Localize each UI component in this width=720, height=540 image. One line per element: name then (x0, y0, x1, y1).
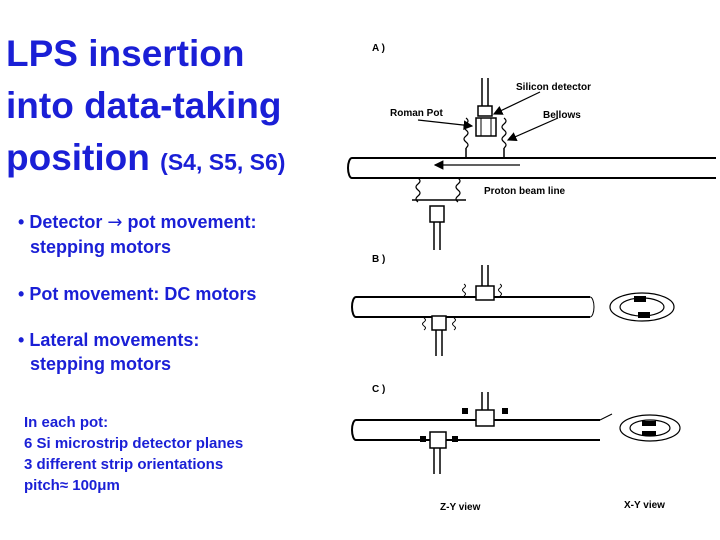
label-zy-view: Z-Y view (440, 502, 481, 513)
label-bellows: Bellows (543, 110, 581, 121)
bullet-marker: • (18, 284, 25, 304)
approx-symbol: ≈ (59, 477, 69, 494)
bullet-detector-movement: • Detector → pot movement: stepping moto… (18, 210, 257, 259)
beam-pipe-end (347, 157, 353, 179)
label-proton-beam-line: Proton beam line (484, 186, 566, 197)
bullet-marker: • (18, 212, 25, 232)
note-pitch-unit: m (106, 477, 120, 494)
note-line-2: 6 Si microstrip detector planes (24, 435, 244, 452)
panel-a-label: A ) (372, 43, 385, 54)
bellows-right (501, 117, 507, 149)
panel-c-drawing (351, 392, 681, 474)
micro-symbol: μ (97, 477, 107, 494)
page-title: LPS insertion into data-taking position … (6, 28, 285, 188)
bullet-text-detector: Detector (29, 212, 103, 232)
bullet-lateral-movements: • Lateral movements: stepping motors (18, 328, 199, 376)
panel-b-drawing (351, 265, 675, 356)
xy-view-c (619, 414, 681, 442)
panel-c-label: C ) (372, 384, 385, 395)
right-arrow-icon: → (107, 212, 123, 233)
bullet-text-dc-motors: Pot movement: DC motors (29, 284, 257, 304)
title-line-3: position (S4, S5, S6) (6, 132, 285, 188)
note-line-1: In each pot: (24, 414, 109, 431)
label-xy-view: X-Y view (624, 500, 665, 511)
pot-details-note: In each pot: 6 Si microstrip detector pl… (24, 412, 243, 496)
title-stations: (S4, S5, S6) (160, 149, 286, 175)
panel-b-label: B ) (372, 254, 385, 265)
bottom-roman-pot (412, 177, 466, 250)
note-line-4: pitch≈ 100μm (24, 475, 243, 496)
panel-a-drawing (347, 78, 716, 250)
note-line-3: 3 different strip orientations (24, 456, 224, 473)
bullet-text-pot-movement: pot movement: (127, 212, 257, 232)
beam-pipe (352, 157, 716, 179)
xy-view-b (609, 292, 675, 322)
bullet-text-stepping-motors: stepping motors (30, 237, 172, 257)
label-silicon-detector: Silicon detector (516, 82, 591, 93)
title-line-1: LPS insertion (6, 33, 245, 74)
note-pitch-label: pitch (24, 477, 60, 494)
top-roman-pot (463, 78, 507, 158)
label-roman-pot: Roman Pot (390, 108, 443, 119)
bellows-left (463, 117, 469, 149)
bullet-marker: • (18, 330, 25, 350)
title-position-word: position (6, 137, 150, 178)
bullet-text-lateral: Lateral movements: (29, 330, 200, 350)
note-pitch-value: 100 (68, 477, 98, 494)
bullet-pot-movement: • Pot movement: DC motors (18, 282, 256, 306)
title-line-2: into data-taking (6, 85, 282, 126)
bullet-text-lateral-motors: stepping motors (30, 354, 172, 374)
